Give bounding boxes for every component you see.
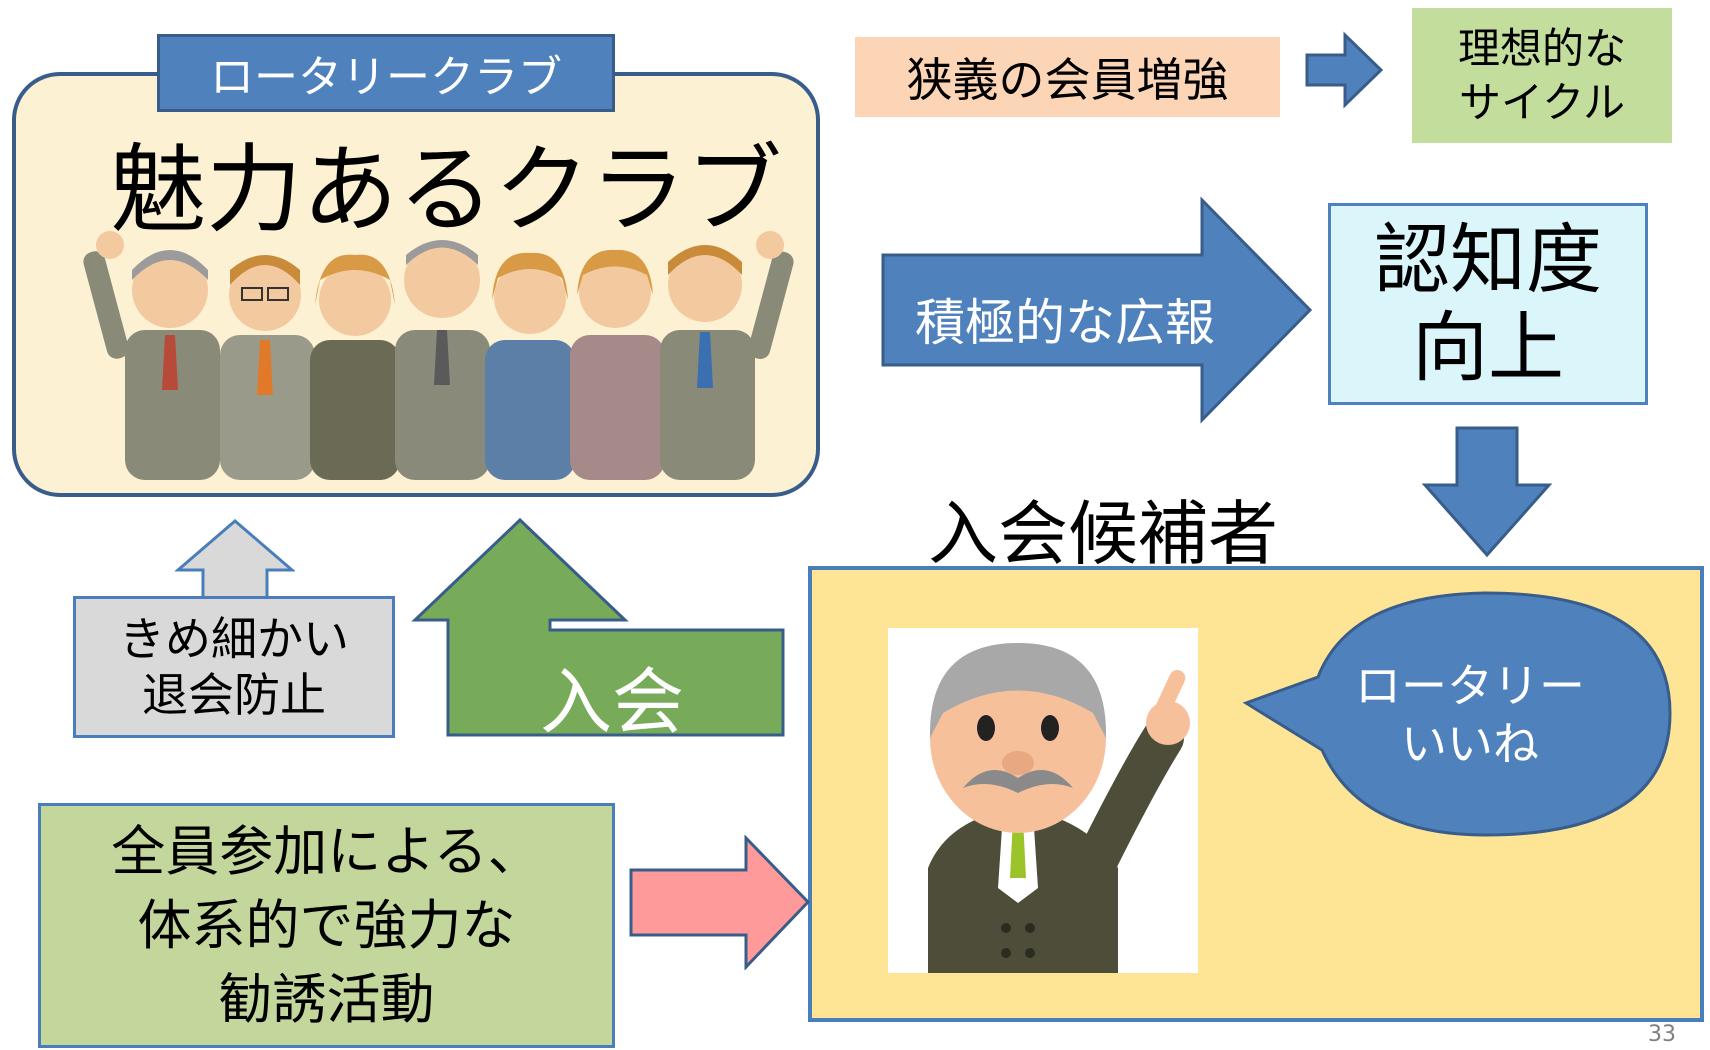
page-number: 33: [1648, 1022, 1676, 1047]
club-title: 魅力あるクラブ: [110, 134, 782, 246]
recruitment-line3: 勧誘活動: [218, 967, 435, 1031]
recruitment-line2: 体系的で強力な: [137, 893, 516, 957]
recruitment-line1: 全員参加による、: [111, 819, 542, 883]
retention-up-arrow: [175, 519, 295, 602]
person-7: [660, 231, 794, 480]
person-6: [570, 249, 665, 480]
recruitment-arrow: [629, 835, 811, 970]
right-arrow-small: [1305, 31, 1384, 109]
candidate-title: 入会候補者: [928, 493, 1278, 575]
ideal-cycle-box: 理想的な サイクル: [1412, 8, 1672, 143]
join-arrow: [411, 517, 785, 737]
person-1: [83, 231, 220, 480]
retention-line2: 退会防止: [142, 668, 326, 722]
join-label: 入会: [540, 660, 685, 744]
club-tag: ロータリークラブ: [157, 34, 615, 112]
candidate-man-illustration: [888, 628, 1198, 973]
retention-line1: きめ細かい: [119, 612, 349, 666]
bubble-line1: ロータリー: [1355, 659, 1585, 713]
publicity-label: 積極的な広報: [915, 294, 1215, 352]
ideal-cycle-line1: 理想的な: [1457, 23, 1626, 73]
recognition-line1: 認知度: [1374, 215, 1602, 304]
ideal-cycle-line2: サイクル: [1459, 77, 1625, 127]
person-2: [220, 255, 315, 480]
narrow-membership-box: 狭義の会員増強: [855, 37, 1280, 117]
person-5: [485, 252, 575, 480]
person-4: [395, 240, 490, 480]
person-3: [310, 254, 400, 480]
down-arrow: [1422, 426, 1552, 558]
recruitment-box: 全員参加による、 体系的で強力な 勧誘活動: [38, 803, 615, 1048]
recognition-line2: 向上: [1412, 303, 1564, 392]
retention-box: きめ細かい 退会防止: [73, 596, 395, 738]
publicity-arrow: [881, 196, 1313, 424]
speech-bubble: [1242, 591, 1672, 837]
speech-bubble-text: ロータリー いいね: [1340, 655, 1600, 775]
business-people-illustration: [83, 231, 794, 480]
bubble-line2: いいね: [1401, 717, 1539, 771]
recognition-box: 認知度 向上: [1328, 203, 1648, 405]
